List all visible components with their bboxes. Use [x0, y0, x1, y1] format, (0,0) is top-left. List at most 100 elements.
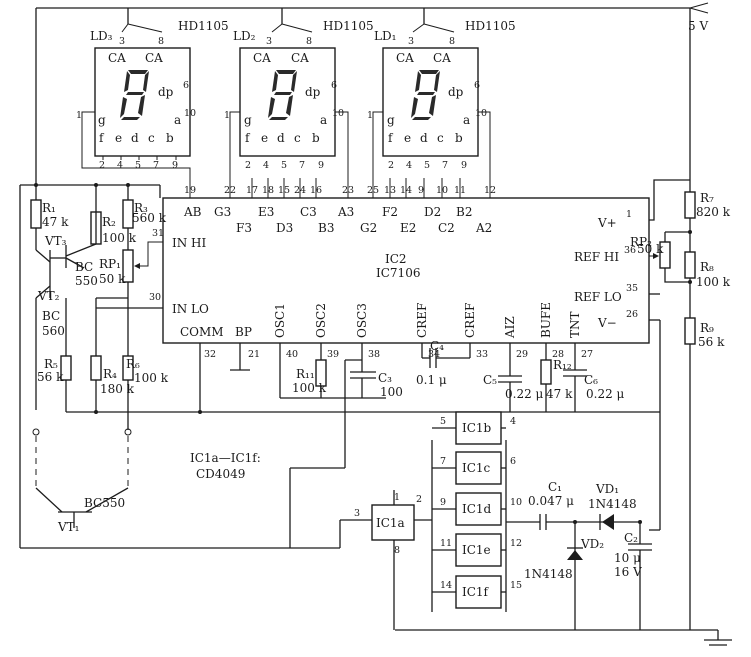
ic2-top-pin-25: 25: [367, 185, 379, 196]
ic2-pin-26: 26: [626, 309, 638, 320]
ic2-top-pin-11: 11: [454, 185, 466, 196]
ic1b-label: IC1b: [462, 421, 492, 435]
ld3-seg-a: a: [174, 113, 181, 127]
ic2-top-pin-24: 24: [294, 185, 306, 196]
r11-value: 100 k: [292, 381, 327, 395]
ic1a-pin-3: 3: [354, 508, 360, 519]
ld3-seg-d: d: [131, 131, 139, 145]
r7-resistor: [684, 191, 696, 219]
ld3-seven-segment-digit: [120, 70, 149, 120]
ic1b-pin-4: 4: [510, 416, 516, 427]
vd2-part: 1N4148: [524, 567, 573, 581]
ic2-label-in-lo: IN LO: [172, 302, 209, 316]
ic1a-pin-1: 1: [394, 492, 400, 503]
ld3-pin-3: 3: [119, 36, 125, 47]
c6-value: 0.22 μ: [586, 387, 625, 401]
supply-label: 5 V: [688, 19, 708, 33]
ld3-ca-right: CA: [145, 51, 163, 65]
ld2-seg-c: c: [294, 131, 301, 145]
r3-ref: R₃: [134, 201, 148, 215]
ic2-top-pin-19: 19: [184, 185, 196, 196]
ld1-pin-7: 7: [442, 160, 448, 171]
ic2-name: IC2: [385, 252, 407, 266]
r12-value: 47 k: [546, 387, 573, 401]
ic2-top-pin-22: 22: [224, 185, 236, 196]
r7-ref: R₇: [700, 191, 714, 205]
r4-resistor: [90, 355, 102, 381]
ic2-label-e3: E3: [258, 205, 274, 219]
c4-ref: C₄: [430, 339, 444, 353]
ic1c-label: IC1c: [462, 461, 491, 475]
ld2-pin-8: 8: [306, 36, 312, 47]
ic2-label-d2: D2: [424, 205, 441, 219]
ld2-pin-5: 5: [281, 160, 287, 171]
vt3-transistor: [50, 212, 97, 269]
ld3-ref: LD₃: [90, 29, 113, 43]
ic2-label-g3: G3: [214, 205, 231, 219]
ic2-pin-35: 35: [626, 283, 638, 294]
rp2-value: 50 k: [637, 242, 664, 256]
r8-ref: R₈: [700, 260, 714, 274]
vd2-diode: [567, 522, 583, 630]
ic2-top-pin-9: 9: [418, 185, 424, 196]
ld3-ca-left: CA: [108, 51, 126, 65]
ld3-dp: dp: [158, 85, 174, 99]
ld3-pin-10: 10: [184, 108, 196, 119]
ld3-seg-b: b: [166, 131, 174, 145]
ic1a-pin-8: 8: [394, 545, 400, 556]
ic2-label-a3: A3: [337, 205, 354, 219]
ic2-pin-28: 28: [552, 349, 564, 360]
r1-value: 47 k: [42, 215, 69, 229]
inverter-note-2: CD4049: [196, 467, 245, 481]
ic2-top-pin-13: 13: [384, 185, 396, 196]
ic2-pin-30: 30: [149, 292, 161, 303]
r1-resistor: [30, 199, 42, 229]
ic2-bottom-label-osc3-38: OSC3: [355, 303, 369, 338]
ic2-pin-34: 34: [428, 349, 440, 360]
c2-value: 10 μ: [614, 551, 641, 565]
ic1c-pin-6: 6: [510, 456, 516, 467]
segment-leads: [81, 111, 491, 192]
r7-value: 820 k: [696, 205, 731, 219]
inverter-note-1: IC1a—IC1f:: [190, 451, 261, 465]
ic2-top-pin-23: 23: [342, 185, 354, 196]
r5-ref: R₅: [44, 357, 58, 371]
ld2-pin-6: 6: [331, 80, 337, 91]
c5-ref: C₅: [483, 373, 497, 387]
ld2-pin-4: 4: [263, 160, 269, 171]
ld1-seg-g: g: [387, 113, 395, 127]
ld2-pin-1: 1: [224, 110, 230, 121]
ld3-seg-c: c: [148, 131, 155, 145]
ic2-label-bp: BP: [235, 325, 252, 339]
ld2-seg-f: f: [245, 131, 251, 145]
ld3-seg-f: f: [99, 131, 105, 145]
charge-pump: C₁ 0.047 μ VD₁ 1N4148 VD₂ 1N4148 C₂ 10 μ…: [524, 480, 652, 630]
ic2-pin-33: 33: [476, 349, 488, 360]
r4-value: 180 k: [100, 382, 135, 396]
ic2-bottom-label-cref-33: CREF: [463, 303, 477, 338]
ld1-pin-9: 9: [461, 160, 467, 171]
ic2-label-c2: C2: [438, 221, 455, 235]
ic2-pin-39: 39: [327, 349, 339, 360]
c1-ref: C₁: [548, 480, 562, 494]
rp1-value: 50 k: [99, 272, 126, 286]
ic2-pin-40: 40: [286, 349, 298, 360]
c5-value: 0.22 μ: [505, 387, 544, 401]
ld1-pin-5: 5: [424, 160, 430, 171]
c6-ref: C₆: [584, 373, 598, 387]
r8-value: 100 k: [696, 275, 731, 289]
ld2-part: HD1105: [323, 19, 374, 33]
ic2-label-comm: COMM: [180, 325, 224, 339]
ic2-label-ref-lo: REF LO: [574, 290, 622, 304]
c4-value: 0.1 μ: [416, 373, 447, 387]
ld2-pin-3: 3: [266, 36, 272, 47]
r12-resistor: [540, 359, 552, 385]
ld3-pin-6: 6: [183, 80, 189, 91]
ic1f-pin-15: 15: [510, 580, 522, 591]
